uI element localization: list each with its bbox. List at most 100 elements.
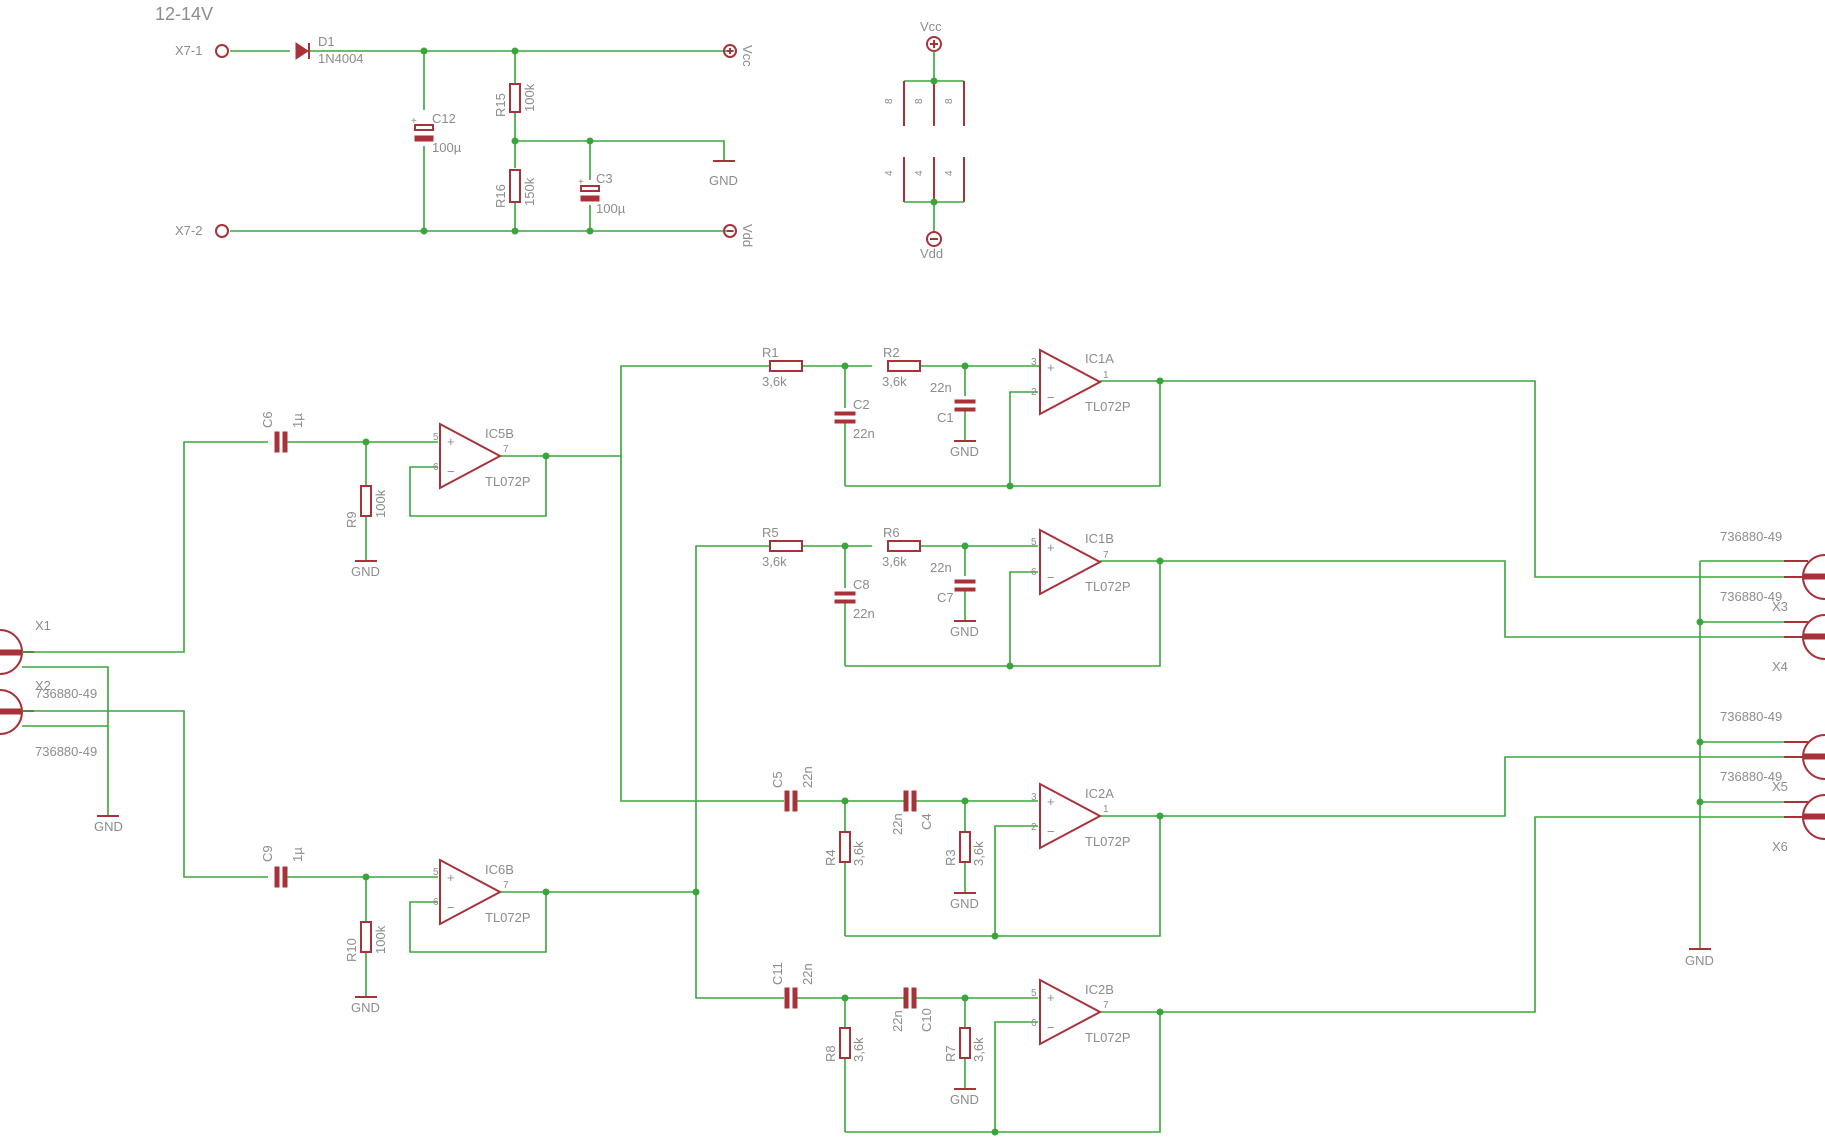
- svg-text:+: +: [578, 177, 584, 188]
- x4-part-label: 736880-49: [1720, 589, 1782, 604]
- svg-text:1: 1: [1103, 804, 1109, 815]
- svg-text:7: 7: [503, 444, 509, 455]
- gnd-symbol-r10: GND: [351, 996, 380, 1015]
- vdd-label: Vdd: [920, 246, 943, 261]
- connector-x7-1-label: X7-1: [175, 43, 202, 58]
- resistor-r7: R7 3,6k: [943, 1027, 986, 1062]
- supply-junctions: [420, 47, 594, 235]
- resistor-r5: R5 3,6k: [762, 525, 803, 569]
- d1-name: D1: [318, 34, 335, 49]
- gnd-inputs-label: GND: [94, 819, 123, 834]
- r15-value: 100k: [522, 83, 537, 112]
- gnd-r10-label: GND: [351, 1000, 380, 1015]
- ic5b-name: IC5B: [485, 426, 514, 441]
- r6-name: R6: [883, 525, 900, 540]
- x4-label: X4: [1772, 659, 1788, 674]
- opamp-ic1a: + − 3 2 1 IC1A TL072P: [1031, 348, 1131, 416]
- r16-name: R16: [493, 184, 508, 208]
- x2-part-label: 736880-49: [35, 744, 97, 759]
- input-wires: [22, 441, 268, 878]
- resistor-r3: R3 3,6k: [943, 831, 986, 866]
- vdd-pin-1: 4: [884, 170, 895, 176]
- vcc-terminal-label: Vcc: [740, 45, 755, 67]
- x3-part-label: 736880-49: [1720, 529, 1782, 544]
- resistor-r9: R9 100k: [344, 485, 388, 528]
- svg-text:−: −: [1047, 1020, 1055, 1035]
- c11-value: 22n: [800, 963, 815, 985]
- c3-value: 100µ: [596, 201, 626, 216]
- gnd-symbol-supply: GND: [709, 160, 738, 188]
- resistor-r16: R16 150k: [493, 169, 537, 208]
- vcc-pin-1: 8: [884, 98, 895, 104]
- x2-label: X2: [35, 678, 51, 693]
- gnd-symbol-c7: GND: [950, 620, 979, 639]
- c1-value: 22n: [930, 380, 952, 395]
- r9-value: 100k: [373, 489, 388, 518]
- c12-value: 100µ: [432, 140, 462, 155]
- svg-text:+: +: [1047, 990, 1055, 1005]
- x1-label: X1: [35, 618, 51, 633]
- vcc-pin-3: 8: [944, 98, 955, 104]
- x5-label: X5: [1772, 779, 1788, 794]
- svg-text:3: 3: [1031, 792, 1037, 803]
- connector-x7-2-label: X7-2: [175, 223, 202, 238]
- svg-text:1: 1: [1103, 370, 1109, 381]
- svg-text:+: +: [447, 870, 455, 885]
- svg-text:5: 5: [433, 867, 439, 878]
- opamp-power-block: Vcc 8 8 8 4 4 4 Vdd: [884, 19, 965, 261]
- r8-name: R8: [823, 1045, 838, 1062]
- vcc-terminal: Vcc: [723, 44, 755, 67]
- svg-text:6: 6: [1031, 1018, 1037, 1029]
- output-jack-x3: 736880-49 X3: [1720, 529, 1825, 614]
- ic1b-type: TL072P: [1085, 579, 1131, 594]
- r5-value: 3,6k: [762, 554, 787, 569]
- opamp-ic5b: + − 5 6 7 IC5B TL072P: [433, 422, 531, 490]
- r6-value: 3,6k: [882, 554, 907, 569]
- input-jack-x2: X2 736880-49 736880-49: [0, 678, 97, 759]
- ic6b-name: IC6B: [485, 862, 514, 877]
- svg-text:5: 5: [1031, 988, 1037, 999]
- r10-name: R10: [344, 938, 359, 962]
- ic2b-name: IC2B: [1085, 982, 1114, 997]
- x6-label: X6: [1772, 839, 1788, 854]
- c5-name: C5: [770, 771, 785, 788]
- output-jack-x5: 736880-49 X5: [1720, 709, 1825, 794]
- resistor-r10: R10 100k: [344, 921, 388, 962]
- opamp-ic2a: + − 3 2 1 IC2A TL072P: [1031, 782, 1131, 850]
- gnd-outputs-label: GND: [1685, 953, 1714, 968]
- svg-text:2: 2: [1031, 387, 1037, 398]
- svg-text:−: −: [447, 900, 455, 915]
- capacitor-c12: + C12 100µ: [411, 111, 462, 155]
- r16-value: 150k: [522, 177, 537, 206]
- vcc-label: Vcc: [920, 19, 942, 34]
- c1-name: C1: [937, 410, 954, 425]
- svg-text:−: −: [1047, 570, 1055, 585]
- output-jack-x6: 736880-49 X6: [1720, 769, 1825, 854]
- bus-wires: [620, 365, 784, 999]
- r15-name: R15: [493, 93, 508, 117]
- capacitor-c11: C11 22n: [770, 962, 815, 1009]
- capacitor-c4: 22n C4: [890, 790, 934, 835]
- resistor-r15: R15 100k: [493, 83, 537, 117]
- r5-name: R5: [762, 525, 779, 540]
- svg-text:+: +: [447, 434, 455, 449]
- vdd-terminal-label: Vdd: [740, 224, 755, 247]
- capacitor-c2: C2 22n: [834, 397, 875, 441]
- svg-text:+: +: [1047, 540, 1055, 555]
- svg-text:2: 2: [1031, 822, 1037, 833]
- c9-name: C9: [260, 845, 275, 862]
- capacitor-c5: C5 22n: [770, 766, 815, 812]
- c6-value: 1µ: [290, 413, 305, 428]
- c8-value: 22n: [853, 606, 875, 621]
- r7-value: 3,6k: [971, 1037, 986, 1062]
- opamp-ic1b: + − 5 6 7 IC1B TL072P: [1031, 528, 1131, 596]
- resistor-r1: R1 3,6k: [762, 345, 803, 389]
- gnd-symbol-inputs: GND: [94, 815, 123, 834]
- ic2b-wires: [794, 816, 1784, 1133]
- ic1a-type: TL072P: [1085, 399, 1131, 414]
- svg-text:5: 5: [1031, 537, 1037, 548]
- ic1b-wires: [802, 545, 1784, 667]
- r1-name: R1: [762, 345, 779, 360]
- r8-value: 3,6k: [851, 1037, 866, 1062]
- c5-value: 22n: [800, 766, 815, 788]
